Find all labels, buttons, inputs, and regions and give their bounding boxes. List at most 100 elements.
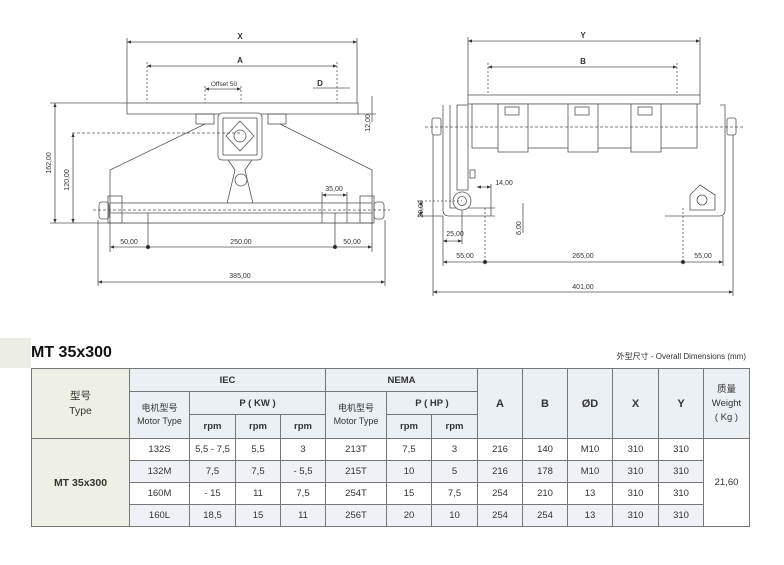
dim-250-label: 250,00 bbox=[230, 239, 252, 246]
b-header: B bbox=[522, 368, 568, 439]
rpm-header: rpm bbox=[386, 414, 432, 439]
table-cell: 3 bbox=[431, 438, 478, 461]
dim-offset-label: Offset 50 bbox=[211, 81, 238, 88]
table-cell: 20 bbox=[386, 504, 432, 527]
weight-cell: 21,60 bbox=[703, 438, 750, 527]
dim-14-label: 14,00 bbox=[495, 180, 513, 187]
table-cell: 254 bbox=[477, 504, 523, 527]
table-cell: 215T bbox=[325, 460, 387, 483]
table-cell: 7,5 bbox=[235, 460, 281, 483]
table-cell: 7,5 bbox=[386, 438, 432, 461]
front-view bbox=[50, 38, 390, 286]
table-cell: 11 bbox=[280, 504, 326, 527]
table-cell: 210 bbox=[522, 482, 568, 505]
table-cell: 254 bbox=[477, 482, 523, 505]
rpm-header: rpm bbox=[235, 414, 281, 439]
table-cell: 3 bbox=[280, 438, 326, 461]
model-cell: MT 35x300 bbox=[31, 438, 130, 527]
dim-55-right-label: 55,00 bbox=[694, 253, 712, 260]
table-cell: 15 bbox=[235, 504, 281, 527]
dim-x-label: X bbox=[237, 32, 243, 41]
dim-50-left-label: 50,00 bbox=[120, 239, 138, 246]
table-cell: 15 bbox=[386, 482, 432, 505]
nema-header: NEMA bbox=[325, 368, 478, 392]
table-cell: 160L bbox=[129, 504, 190, 527]
table-cell: 5,5 - 7,5 bbox=[189, 438, 236, 461]
table-cell: 310 bbox=[612, 504, 659, 527]
dim-12-label: 12,00 bbox=[365, 114, 372, 132]
table-cell: 10 bbox=[386, 460, 432, 483]
page-title: MT 35x300 bbox=[31, 344, 112, 361]
table-cell: - 15 bbox=[189, 482, 236, 505]
table-cell: M10 bbox=[567, 460, 613, 483]
table-cell: 310 bbox=[658, 438, 704, 461]
table-cell: 11 bbox=[235, 482, 281, 505]
dim-20-label: 20,00 bbox=[418, 200, 425, 218]
rpm-header: rpm bbox=[431, 414, 478, 439]
dimensions-caption: 外型尺寸 - Overall Dimensions (mm) bbox=[616, 352, 746, 361]
table-cell: 7,5 bbox=[280, 482, 326, 505]
table-cell: 256T bbox=[325, 504, 387, 527]
dim-6-label: 6,00 bbox=[516, 221, 523, 235]
table-cell: - 5,5 bbox=[280, 460, 326, 483]
table-cell: 310 bbox=[658, 482, 704, 505]
table-cell: 10 bbox=[431, 504, 478, 527]
technical-drawing: X A Offset 50 D 162,00 120,00 12,00 35,0… bbox=[46, 31, 745, 296]
dim-401-label: 401,00 bbox=[572, 284, 594, 291]
table-cell: 132S bbox=[129, 438, 190, 461]
title-band bbox=[0, 338, 31, 368]
table-cell: 254T bbox=[325, 482, 387, 505]
dim-162-label: 162,00 bbox=[46, 152, 53, 174]
dim-35-label: 35,00 bbox=[325, 186, 343, 193]
table-cell: 216 bbox=[477, 460, 523, 483]
dim-25-label: 25,00 bbox=[446, 231, 464, 238]
table-cell: 18,5 bbox=[189, 504, 236, 527]
table-cell: 13 bbox=[567, 482, 613, 505]
table-cell: 310 bbox=[612, 460, 659, 483]
a-header: A bbox=[477, 368, 523, 439]
p-kw-header: P ( KW ) bbox=[189, 391, 326, 415]
table-cell: 7,5 bbox=[189, 460, 236, 483]
table-cell: 13 bbox=[567, 504, 613, 527]
rpm-header: rpm bbox=[280, 414, 326, 439]
table-cell: 216 bbox=[477, 438, 523, 461]
table-cell: 5 bbox=[431, 460, 478, 483]
p-hp-header: P ( HP ) bbox=[386, 391, 478, 415]
table-cell: 132M bbox=[129, 460, 190, 483]
table-cell: 140 bbox=[522, 438, 568, 461]
table-cell: M10 bbox=[567, 438, 613, 461]
table-cell: 254 bbox=[522, 504, 568, 527]
dim-d-label: D bbox=[317, 79, 323, 88]
x-header: X bbox=[612, 368, 659, 439]
table-cell: 5,5 bbox=[235, 438, 281, 461]
dim-b-label: B bbox=[580, 57, 586, 66]
d-header: ØD bbox=[567, 368, 613, 439]
table-cell: 178 bbox=[522, 460, 568, 483]
table-cell: 310 bbox=[612, 482, 659, 505]
table-cell: 310 bbox=[612, 438, 659, 461]
dim-50-right-label: 50,00 bbox=[343, 239, 361, 246]
side-view bbox=[417, 37, 745, 296]
dim-265-label: 265,00 bbox=[572, 253, 594, 260]
dim-a-label: A bbox=[237, 56, 243, 65]
rpm-header: rpm bbox=[189, 414, 236, 439]
iec-header: IEC bbox=[129, 368, 326, 392]
dim-y-label: Y bbox=[580, 31, 586, 40]
dim-385-label: 385,00 bbox=[229, 273, 251, 280]
table-cell: 7,5 bbox=[431, 482, 478, 505]
dim-120-label: 120,00 bbox=[64, 169, 71, 191]
y-header: Y bbox=[658, 368, 704, 439]
table-cell: 310 bbox=[658, 504, 704, 527]
dim-55-left-label: 55,00 bbox=[456, 253, 474, 260]
table-cell: 160M bbox=[129, 482, 190, 505]
table-cell: 213T bbox=[325, 438, 387, 461]
